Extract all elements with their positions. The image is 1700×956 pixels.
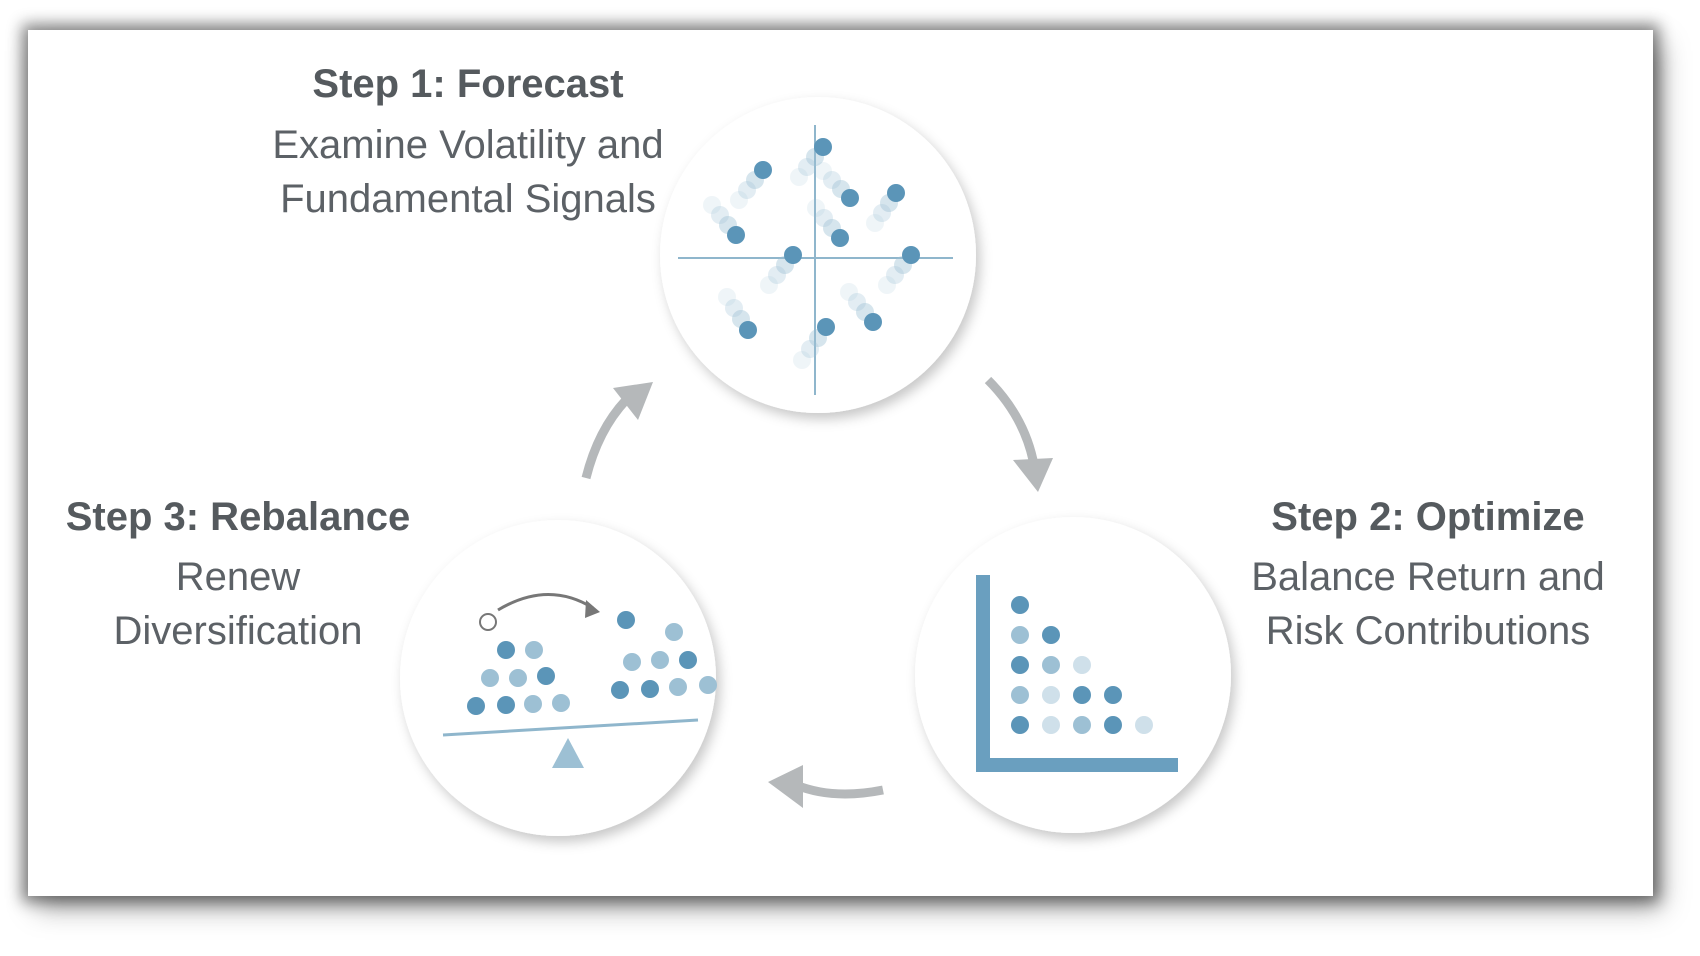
forecast-dot	[886, 266, 904, 284]
optimize-circle	[915, 517, 1231, 833]
diagram-card: Step 1: Forecast Examine Volatility and …	[28, 30, 1653, 896]
optimize-dot	[1042, 626, 1060, 644]
forecast-dot	[823, 171, 841, 189]
forecast-dot	[902, 246, 920, 264]
forecast-circle	[660, 97, 976, 413]
scale-dot	[623, 653, 641, 671]
step-3-line-1: Renew	[175, 555, 301, 599]
scale-dot	[611, 681, 629, 699]
forecast-dot	[727, 226, 745, 244]
forecast-dot	[814, 162, 832, 180]
forecast-scatter-icon	[678, 125, 953, 395]
step-3-description: Renew Diversification	[68, 550, 408, 658]
optimize-dot	[1011, 596, 1029, 614]
optimize-dot	[1042, 686, 1060, 704]
scale-dot	[641, 680, 659, 698]
forecast-dot	[793, 351, 811, 369]
optimize-triangle-chart-icon	[976, 575, 1178, 772]
forecast-dot	[817, 318, 835, 336]
optimize-dot	[1011, 626, 1029, 644]
step-2-line-1: Balance Return and	[1251, 555, 1605, 599]
step-2-description: Balance Return and Risk Contributions	[1228, 550, 1628, 658]
forecast-dot	[739, 321, 757, 339]
forecast-dot	[841, 189, 859, 207]
step-2-line-2: Risk Contributions	[1265, 609, 1591, 653]
arrow-forecast-to-optimize	[984, 376, 1053, 492]
scale-dot	[617, 611, 635, 629]
scale-dot	[481, 669, 499, 687]
scale-dot	[497, 696, 515, 714]
rebalance-scale-icon	[442, 593, 717, 768]
optimize-dot	[1104, 686, 1122, 704]
scale-dot	[651, 651, 669, 669]
scale-dot	[525, 641, 543, 659]
step-1-title: Step 1: Forecast	[312, 62, 624, 106]
scale-dot	[537, 667, 555, 685]
optimize-dot	[1073, 686, 1091, 704]
step-3-title: Step 3: Rebalance	[65, 495, 411, 539]
forecast-dot	[798, 158, 816, 176]
step-1-description: Examine Volatility and Fundamental Signa…	[218, 118, 718, 226]
forecast-dot	[784, 246, 802, 264]
forecast-dot	[814, 138, 832, 156]
scale-dot	[497, 641, 515, 659]
forecast-dot	[831, 229, 849, 247]
forecast-dot	[711, 206, 729, 224]
optimize-dot	[1135, 716, 1153, 734]
arrow-rebalance-to-forecast	[581, 382, 653, 480]
step-1-line-2: Fundamental Signals	[280, 177, 656, 221]
optimize-dot	[1042, 716, 1060, 734]
step-3-line-2: Diversification	[113, 609, 363, 653]
optimize-dot	[1011, 656, 1029, 674]
optimize-dot	[1104, 716, 1122, 734]
forecast-dot	[873, 204, 891, 222]
scale-dot	[552, 694, 570, 712]
forecast-dot	[807, 199, 825, 217]
optimize-dot	[1042, 656, 1060, 674]
forecast-dot	[864, 313, 882, 331]
forecast-dot	[866, 214, 884, 232]
optimize-dot	[1073, 716, 1091, 734]
forecast-dot	[718, 288, 736, 306]
forecast-dot	[725, 299, 743, 317]
forecast-dot	[878, 276, 896, 294]
optimize-dot	[1011, 686, 1029, 704]
forecast-dot	[754, 161, 772, 179]
scale-dot	[679, 651, 697, 669]
forecast-dot	[768, 266, 786, 284]
scale-dot	[665, 623, 683, 641]
arrow-optimize-to-rebalance	[768, 765, 884, 808]
step-1-line-1: Examine Volatility and	[272, 123, 664, 167]
forecast-dot	[738, 181, 756, 199]
forecast-dot	[760, 276, 778, 294]
optimize-dot	[1073, 656, 1091, 674]
scale-dot	[669, 678, 687, 696]
scale-dot	[467, 697, 485, 715]
forecast-dot	[790, 168, 808, 186]
forecast-dot	[840, 283, 858, 301]
scale-dot	[509, 669, 527, 687]
scale-dot	[699, 676, 717, 694]
forecast-dot	[815, 209, 833, 227]
rebalance-circle	[400, 520, 716, 836]
forecast-dot	[730, 191, 748, 209]
optimize-dot	[1011, 716, 1029, 734]
forecast-dot	[801, 340, 819, 358]
forecast-dot	[848, 293, 866, 311]
forecast-dot	[887, 184, 905, 202]
scale-dot	[524, 695, 542, 713]
forecast-dot	[703, 196, 721, 214]
step-2-title: Step 2: Optimize	[1271, 495, 1585, 539]
cycle-graphic	[400, 97, 1231, 836]
